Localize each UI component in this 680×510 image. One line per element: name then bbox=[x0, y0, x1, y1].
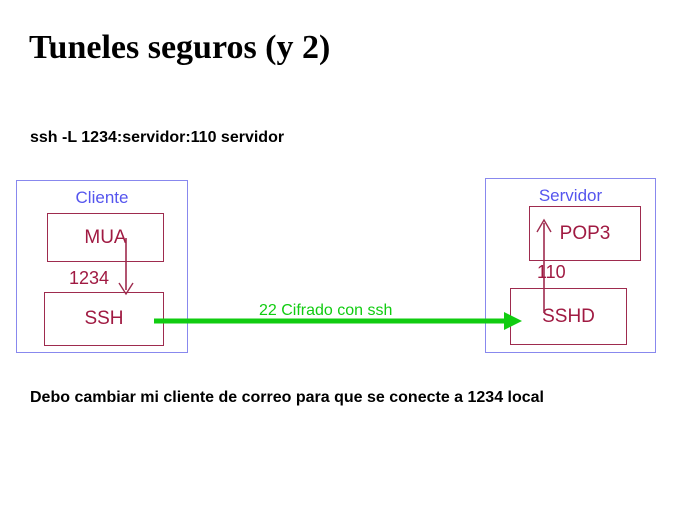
process-label-ssh: SSH bbox=[84, 308, 124, 329]
process-box-mua: MUA bbox=[47, 213, 164, 262]
tunnel-arrow-icon bbox=[154, 312, 522, 330]
process-label-mua: MUA bbox=[84, 227, 127, 248]
page-title: Tuneles seguros (y 2) bbox=[29, 29, 331, 66]
server-host-label: Servidor bbox=[538, 186, 603, 205]
bottom-caption: Debo cambiar mi cliente de correo para q… bbox=[30, 389, 544, 406]
tunnel-label: 22 Cifrado con ssh bbox=[259, 302, 393, 319]
arrow-down-client-icon bbox=[118, 238, 134, 296]
arrow-up-server-icon bbox=[536, 218, 552, 313]
process-label-sshd: SSHD bbox=[542, 306, 595, 327]
port-label-110: 110 bbox=[537, 262, 566, 282]
port-label-1234: 1234 bbox=[69, 268, 110, 288]
ssh-command-text: ssh -L 1234:servidor:110 servidor bbox=[30, 129, 285, 146]
process-label-pop3: POP3 bbox=[559, 223, 611, 244]
process-box-pop3: POP3 bbox=[529, 206, 641, 261]
process-box-ssh: SSH bbox=[44, 292, 164, 346]
client-host-label: Cliente bbox=[75, 188, 129, 207]
